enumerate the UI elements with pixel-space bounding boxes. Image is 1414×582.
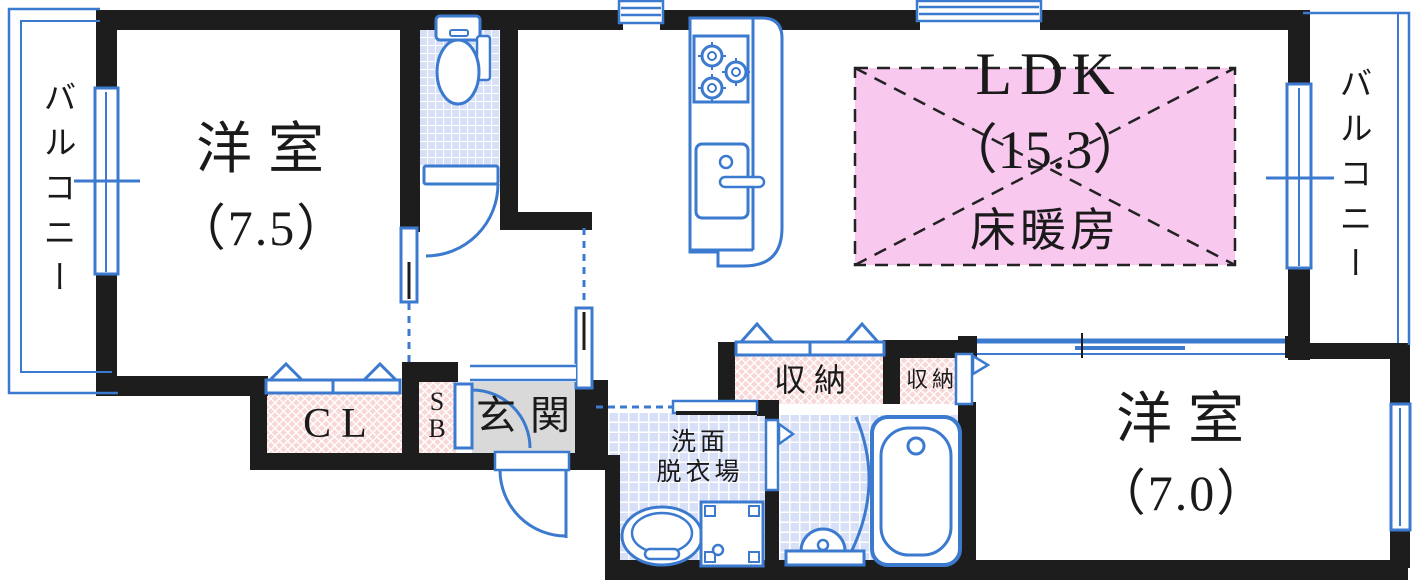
washroom-label: 洗面 脱衣場 — [656, 429, 744, 486]
sliding-door-bedroom1 — [399, 226, 419, 364]
storage-large-label: 収納 — [773, 362, 855, 398]
window-bedroom2-right — [1389, 402, 1412, 532]
shoebox-door — [453, 382, 532, 450]
window-top-ldk — [915, 0, 1043, 23]
storage-small-area — [900, 355, 959, 404]
ldk-label: LDK — [975, 41, 1123, 107]
balcony-left-label: バルコニー — [38, 80, 74, 305]
window-top-small — [617, 0, 665, 25]
balcony-right-outline — [1303, 11, 1411, 345]
stove — [692, 34, 750, 104]
bathroom-door — [764, 416, 871, 561]
bedroom2-size: （7.0） — [1095, 465, 1269, 521]
entrance-step-edge — [470, 364, 576, 382]
sliding-door-bedroom2-top — [977, 333, 1285, 358]
ldk-dashed-box — [853, 66, 1237, 267]
bath-counter — [784, 527, 866, 567]
toilet-fixture — [434, 14, 492, 106]
window-ldk-right — [1266, 82, 1334, 270]
storage-small-label: 収納 — [905, 367, 959, 392]
bedroom1-label: 洋室 — [196, 119, 340, 181]
shoebox-label: S B — [428, 387, 446, 444]
balcony-left-outline — [7, 7, 118, 395]
closet-area — [266, 392, 403, 454]
bedroom1-size: （7.5） — [175, 200, 349, 256]
washbasin — [620, 505, 704, 567]
entrance-label: 玄関 — [476, 393, 584, 438]
storage-large-folding-doors — [734, 321, 886, 357]
closet-folding-doors — [264, 361, 402, 395]
washing-machine — [699, 500, 765, 568]
ldk-floor-heating-label: 床暖房 — [970, 205, 1120, 256]
bedroom2-label: 洋室 — [1116, 389, 1260, 451]
balcony-right-label: バルコニー — [1334, 66, 1370, 291]
toilet-door — [422, 164, 500, 258]
entrance-door — [493, 450, 571, 538]
shoebox-area — [419, 382, 456, 454]
storage-large-area — [735, 354, 884, 404]
closet-label: CL — [303, 401, 377, 447]
sliding-door-washroom — [596, 399, 759, 415]
kitchen-sink — [694, 142, 766, 220]
window-bedroom1-left — [74, 86, 140, 276]
ldk-size: （15.3） — [943, 120, 1147, 180]
sliding-door-ldk — [574, 228, 594, 390]
bathtub — [870, 415, 962, 567]
storage-small-door — [954, 352, 991, 406]
